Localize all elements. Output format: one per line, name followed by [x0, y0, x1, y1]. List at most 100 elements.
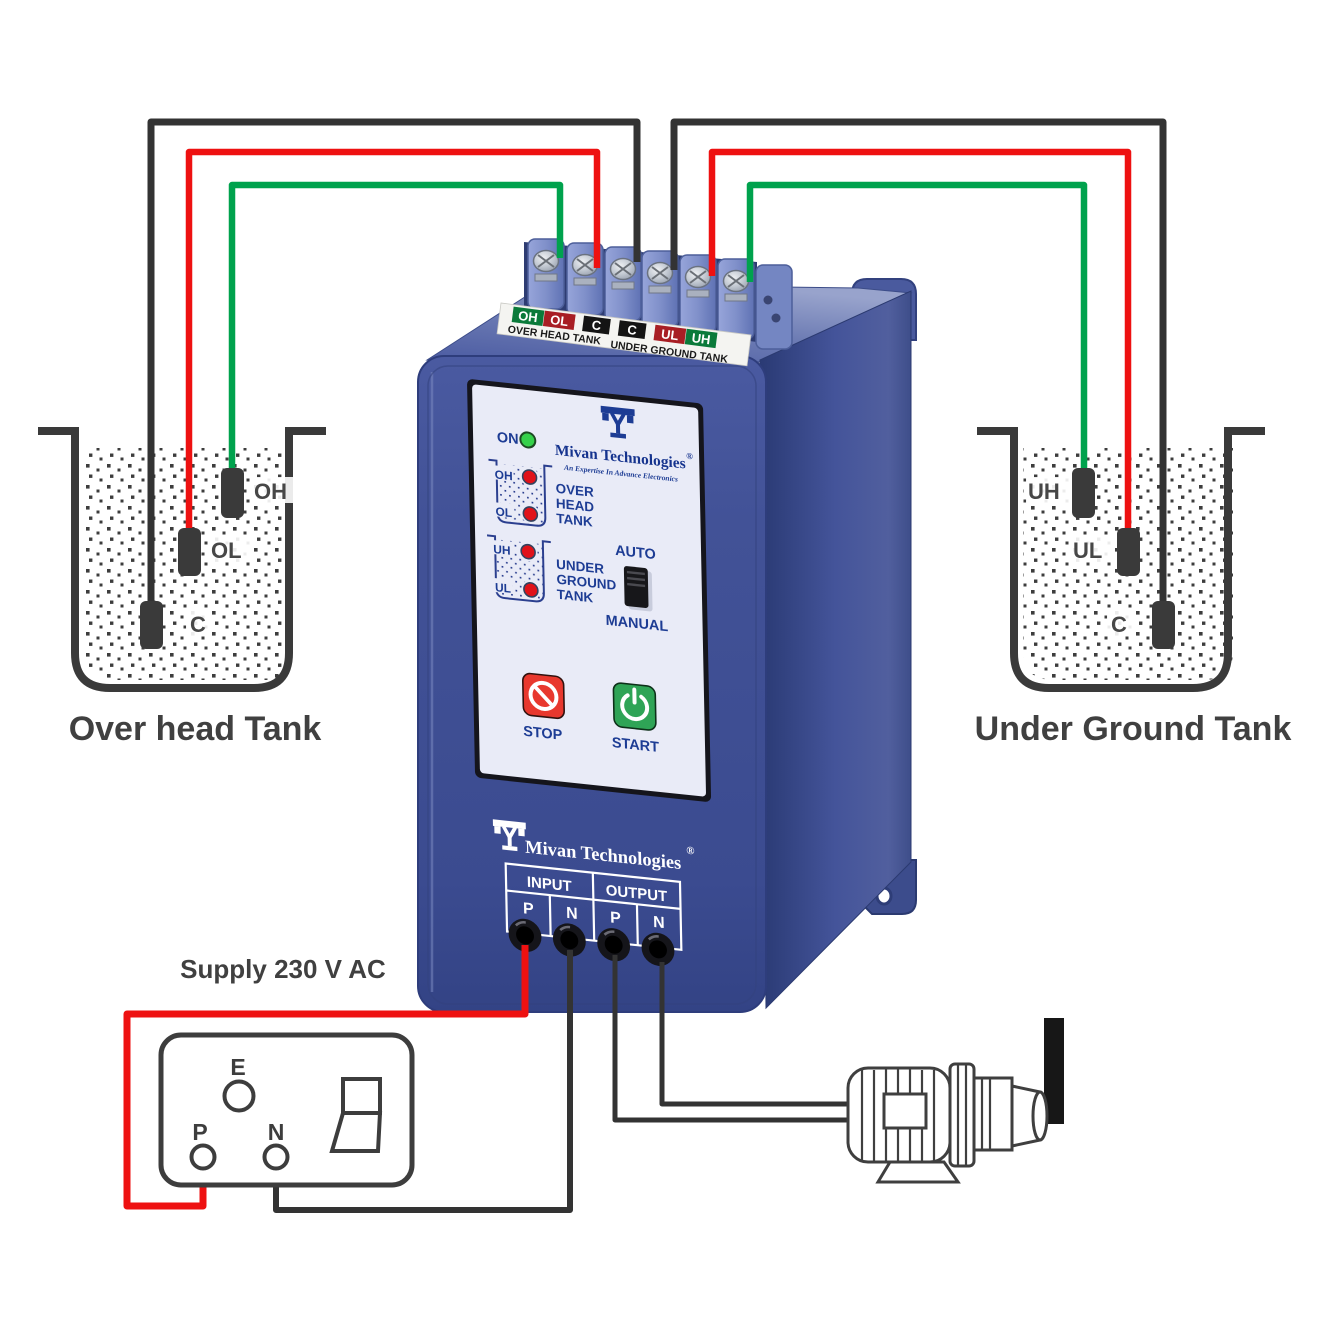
wire-motor-phase: [612, 955, 905, 1123]
overhead-high-led: [521, 469, 538, 485]
power-led-label: ON: [497, 430, 519, 448]
terminal-label-uh: UH: [691, 330, 712, 347]
circle-decor: [649, 940, 667, 959]
rect-decor: [602, 412, 609, 421]
wire-underground-common: [670, 118, 1167, 612]
stop-button-group: STOP: [522, 672, 565, 744]
rect-decor: [615, 422, 621, 434]
overhead-indicator: OH OL OVER HEAD TANK: [488, 458, 595, 530]
underground-sensor-high-label: UH: [1028, 479, 1060, 504]
underground-text-line2: GROUND: [556, 572, 616, 593]
io-input-p-label: P: [523, 900, 534, 918]
overhead-led1-label: OH: [495, 467, 513, 483]
path-decor: [532, 684, 555, 708]
motor-feet: [875, 1160, 961, 1184]
underground-sensor-common: [1152, 601, 1175, 649]
supply-label: Supply 230 V AC: [180, 954, 386, 984]
rect-decor: [610, 432, 627, 439]
overhead-sensor-common: [140, 601, 163, 649]
overhead-sensor-low: [178, 528, 201, 576]
start-button[interactable]: [612, 682, 657, 731]
wire-overhead-high: [228, 181, 564, 478]
sensor-wires: [147, 118, 1167, 612]
motor: [846, 1018, 1064, 1184]
underground-sensor-high: [1072, 468, 1095, 518]
path-decor: [689, 270, 707, 284]
wire-underground-high: [746, 181, 1088, 478]
terminal-label-c1: C: [591, 317, 603, 333]
underground-sensor-low-label: UL: [1073, 538, 1102, 563]
underground-text-line1: UNDER: [556, 557, 604, 577]
wire-underground-low: [708, 148, 1132, 538]
path-decor: [559, 925, 571, 932]
path-decor: [603, 930, 615, 936]
path-decor: [647, 935, 659, 941]
terminal-tower-6: [717, 258, 755, 340]
rect-decor: [686, 289, 710, 298]
io-output-label: OUTPUT: [606, 882, 668, 905]
underground-sensors: UH UL C: [1026, 468, 1175, 649]
terminal-label-strip: OH OL C C UL UH OVER HEAD TANK UNDER GRO…: [496, 302, 752, 367]
brand-logo: [600, 405, 635, 439]
socket-phase-pin: [189, 1143, 217, 1171]
controller: OH OL C C UL UH OVER HEAD TANK UNDER GRO…: [417, 238, 917, 1013]
circle-decor: [763, 295, 773, 305]
underground-sensor-common-label: C: [1111, 612, 1127, 637]
circle-decor: [604, 935, 623, 954]
path-decor: [514, 921, 526, 927]
rect-decor: [573, 277, 597, 286]
io-output-p-label: P: [610, 909, 621, 927]
socket-switch[interactable]: [329, 1077, 383, 1153]
overhead-led2-label: OL: [495, 504, 512, 520]
io-table: [504, 862, 683, 952]
socket-earth-pin: [222, 1079, 256, 1113]
path-decor: [576, 258, 594, 272]
mode-switch[interactable]: [623, 566, 649, 609]
bottom-brand-logo: [492, 819, 526, 852]
rect-decor: [493, 502, 515, 519]
rect-decor: [534, 273, 558, 282]
mode-label-auto: AUTO: [615, 543, 656, 563]
motor-housing: [972, 1076, 1014, 1152]
terminal-label-oh: OH: [517, 308, 538, 325]
rect-decor: [492, 819, 526, 830]
terminal-block: OH OL C C UL UH OVER HEAD TANK UNDER GRO…: [496, 238, 793, 367]
rect-decor: [186, 610, 212, 636]
path-decor: [626, 570, 646, 588]
rect-decor: [502, 845, 518, 852]
overhead-sensor-high-label: OH: [254, 479, 287, 504]
overhead-sensor-low-label: OL: [211, 538, 242, 563]
path-decor: [329, 1111, 383, 1153]
terminal-cell-uh: [684, 328, 718, 349]
underground-tank: Under Ground Tank: [975, 427, 1292, 748]
wire-supply-phase: [123, 945, 529, 1210]
underground-tank-caption: Under Ground Tank: [975, 710, 1292, 748]
motor-pipe: [1032, 1018, 1064, 1124]
overhead-sensor-high: [221, 468, 244, 518]
io-input-n-label: N: [566, 905, 578, 923]
underground-tank-outline: [977, 427, 1265, 692]
rect-decor: [427, 365, 757, 1005]
overhead-text-line3: TANK: [556, 511, 593, 530]
terminal-label-ol: OL: [549, 312, 569, 329]
wire-motor-neutral: [659, 962, 912, 1107]
stop-label: STOP: [523, 724, 563, 744]
terminal-cell-ul: [653, 324, 687, 345]
underground-text-line3: TANK: [557, 587, 594, 606]
underground-indicator: UH UL UNDER GROUND TANK: [487, 534, 617, 606]
power-led: [519, 431, 537, 449]
rect-decor: [209, 536, 251, 562]
path-decor: [620, 693, 650, 722]
mode-switch-group: AUTO MANUAL: [606, 543, 669, 635]
overhead-text-line1: OVER: [556, 481, 595, 500]
overhead-sensors: OH OL C: [140, 468, 296, 649]
socket-phase-label: P: [192, 1119, 207, 1145]
underground-high-led: [520, 543, 536, 560]
terminal-tower-4: [641, 250, 679, 328]
socket-neutral-pin: [262, 1143, 290, 1171]
rect-decor: [724, 293, 748, 302]
terminal-label-ul: UL: [660, 326, 679, 343]
g-decor: [846, 1062, 1049, 1184]
